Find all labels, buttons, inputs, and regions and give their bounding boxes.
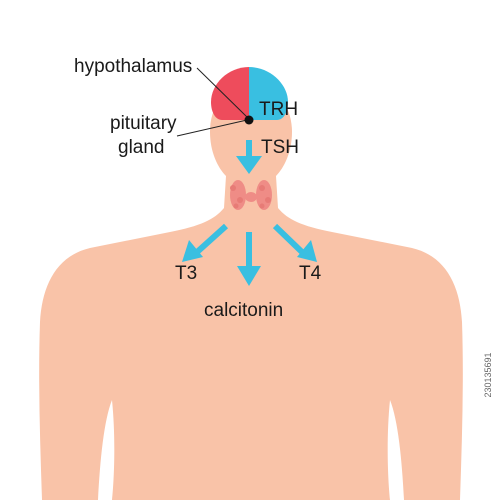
t3-label: T3 [175,263,198,284]
t4-arrow [272,223,317,262]
pituitary-label-line2: gland [118,137,165,158]
hypothalamus-label: hypothalamus [74,56,193,77]
tsh-arrow [236,140,262,174]
hypothalamus-brain-left [211,67,249,120]
tsh-label: TSH [261,137,299,158]
pituitary-dot [244,115,254,125]
t4-label: T4 [299,263,322,284]
body-silhouette [39,88,463,500]
pituitary-leader [176,119,248,137]
hypothalamus-leader [196,67,248,118]
brain-right [249,67,288,120]
thyroid-gland [230,180,272,210]
stock-id-text: 230135691 [483,352,493,398]
calcitonin-arrow [237,232,261,286]
stock-id-watermark: 230135691 [480,250,496,500]
trh-label: TRH [259,99,299,120]
calcitonin-label: calcitonin [204,300,284,321]
pituitary-label-line1: pituitary [110,113,177,134]
t3-arrow [182,223,229,262]
